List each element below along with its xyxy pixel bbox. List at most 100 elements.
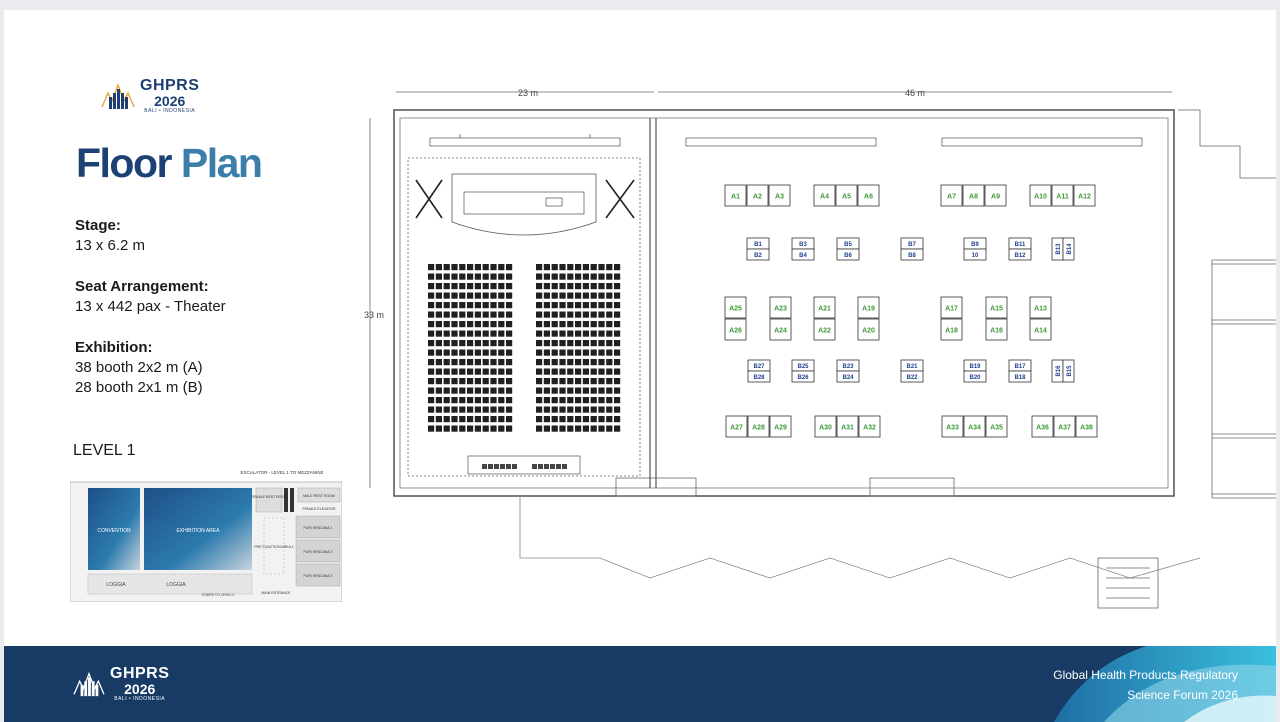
seat [506,368,513,375]
seat [443,397,450,404]
booth-b-label: B21 [906,364,918,370]
seat [536,425,543,432]
booth-a-box [1029,296,1052,319]
desk-unit [544,464,549,469]
seat [467,321,474,328]
seat [606,283,613,290]
seat [559,359,566,366]
booth-a: A5 [835,184,858,207]
booth-b: B14 [1062,237,1075,261]
seat [606,368,613,375]
seat [543,425,550,432]
booth-a-label: A14 [1034,328,1047,335]
seat [451,387,458,394]
booth-a-box [985,318,1008,341]
seat [614,264,621,271]
seat [498,359,505,366]
booth-a: A33 [941,415,964,438]
seat [582,302,589,309]
seat [536,416,543,423]
booth-a: A34 [963,415,986,438]
booth-b-label: B20 [969,375,981,381]
seat [482,264,489,271]
seat [435,406,442,413]
booth-b: B17 [1008,359,1032,372]
booth-a-label: A25 [729,306,742,313]
seat [506,273,513,280]
booth-b: B6 [836,248,860,261]
seat [567,302,574,309]
booth-a-label: A16 [990,328,1003,335]
stage-heading: Stage: [75,217,121,234]
seat [474,406,481,413]
booth-b: B4 [791,248,815,261]
seat [551,378,558,385]
booth-b-box [747,370,771,383]
seat [598,387,605,394]
seat [543,292,550,299]
seat [428,273,435,280]
seat [443,387,450,394]
title-word-floor: Floor [76,140,172,186]
seat [614,406,621,413]
seat [467,359,474,366]
seat [614,397,621,404]
booth-b: B25 [791,359,815,372]
seat [598,302,605,309]
logo-location: BALI • INDONESIA [144,108,196,114]
desk-unit [482,464,487,469]
seat [443,416,450,423]
booth-b-label: B24 [842,375,854,381]
booth-a-label: A29 [774,425,787,432]
booth-a: A27 [725,415,748,438]
seat [575,368,582,375]
seat [482,387,489,394]
seat [567,349,574,356]
seat [559,340,566,347]
seat [474,292,481,299]
booth-a-box [747,415,770,438]
seat [506,378,513,385]
seat [474,378,481,385]
booth-a-box [984,184,1007,207]
seat [435,330,442,337]
booth-b-label: B17 [1014,364,1026,370]
seat [590,311,597,318]
seat [536,397,543,404]
seat [435,302,442,309]
seat [606,292,613,299]
seat [551,397,558,404]
booth-b: B11 [1008,237,1032,250]
booth-a-box [746,184,769,207]
seat [543,368,550,375]
seat [467,273,474,280]
seat [536,292,543,299]
booth-a: A35 [985,415,1008,438]
seat [498,425,505,432]
seat [443,273,450,280]
seat [590,387,597,394]
seat [551,283,558,290]
seat [467,397,474,404]
seat [551,368,558,375]
seat [606,273,613,280]
minimap-loggia-1: LOGGIA [106,582,126,588]
seat [490,283,497,290]
booth-a-box [857,296,880,319]
booth-a-box [940,184,963,207]
booth-a-label: A20 [862,328,875,335]
dimension-height: 33 m [364,310,384,320]
seat [575,406,582,413]
seat [506,387,513,394]
minimap-female-restroom: FEMALE REST ROOM [251,495,287,499]
seat [575,292,582,299]
seat [536,378,543,385]
seat [536,311,543,318]
booth-a-box [941,415,964,438]
desk-unit [494,464,499,469]
seat [467,311,474,318]
booth-b-box [791,248,815,261]
booth-a-box [769,415,792,438]
seat [567,359,574,366]
seat [428,302,435,309]
